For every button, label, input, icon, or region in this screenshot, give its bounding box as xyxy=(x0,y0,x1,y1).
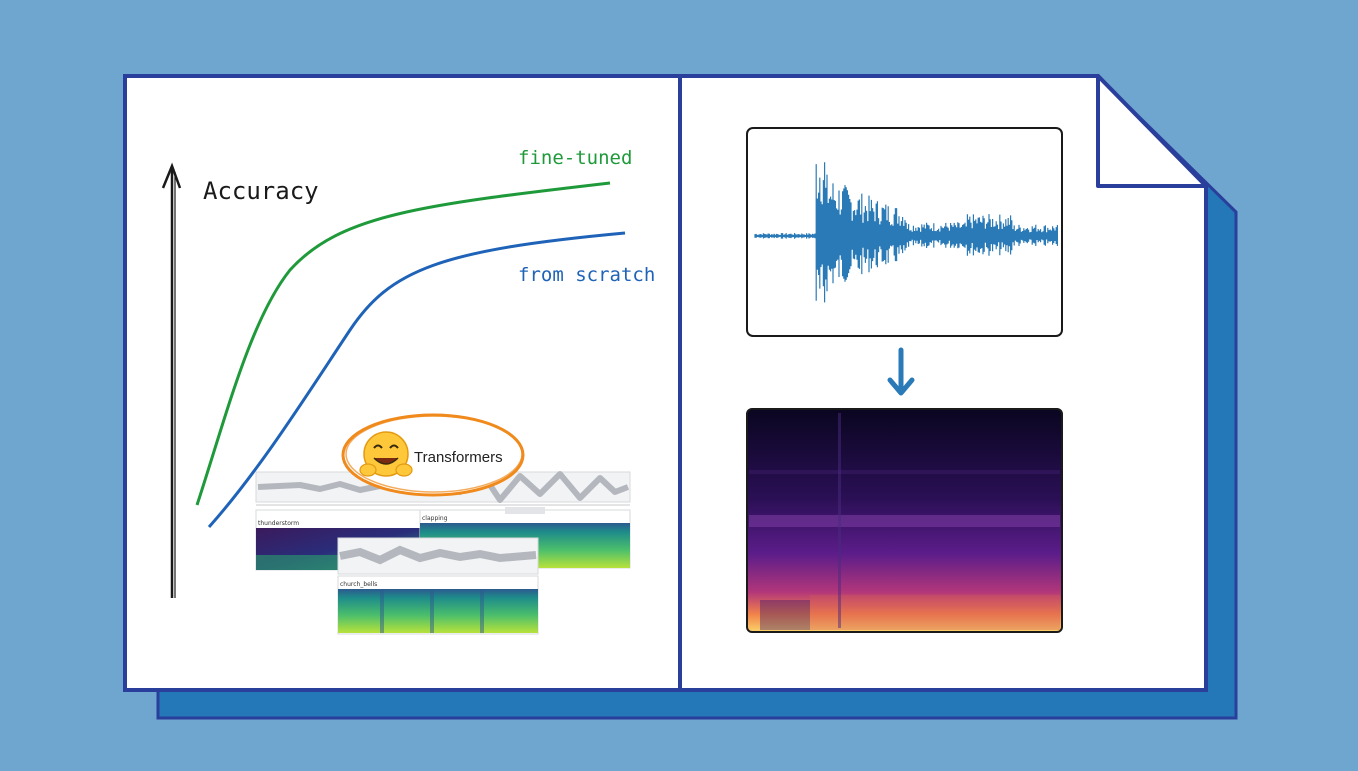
arrow-down-icon xyxy=(887,347,915,396)
clapping-label: clapping xyxy=(422,515,448,522)
hugging-face-emoji-icon xyxy=(359,431,413,477)
fine-tuned-label: fine-tuned xyxy=(518,147,632,169)
spectrogram-plot xyxy=(746,408,1063,633)
from-scratch-curve xyxy=(207,231,626,528)
waveform-plot xyxy=(754,162,1058,303)
from-scratch-label: from scratch xyxy=(518,264,655,286)
media-controls[interactable] xyxy=(505,507,545,514)
thunderstorm-label: thunderstorm xyxy=(258,520,299,527)
transformers-label: Transformers xyxy=(414,449,503,466)
fine-tuned-curve xyxy=(195,181,611,506)
church-bells-label: church_bells xyxy=(340,581,377,588)
waveform-trace xyxy=(754,162,1058,303)
transformers-badge: Transformers xyxy=(341,413,525,497)
audio-card-church-bells[interactable]: church_bells xyxy=(337,537,539,635)
folded-corner xyxy=(1096,74,1208,188)
y-axis-arrow-icon xyxy=(161,162,182,189)
y-axis-label: Accuracy xyxy=(203,177,319,205)
